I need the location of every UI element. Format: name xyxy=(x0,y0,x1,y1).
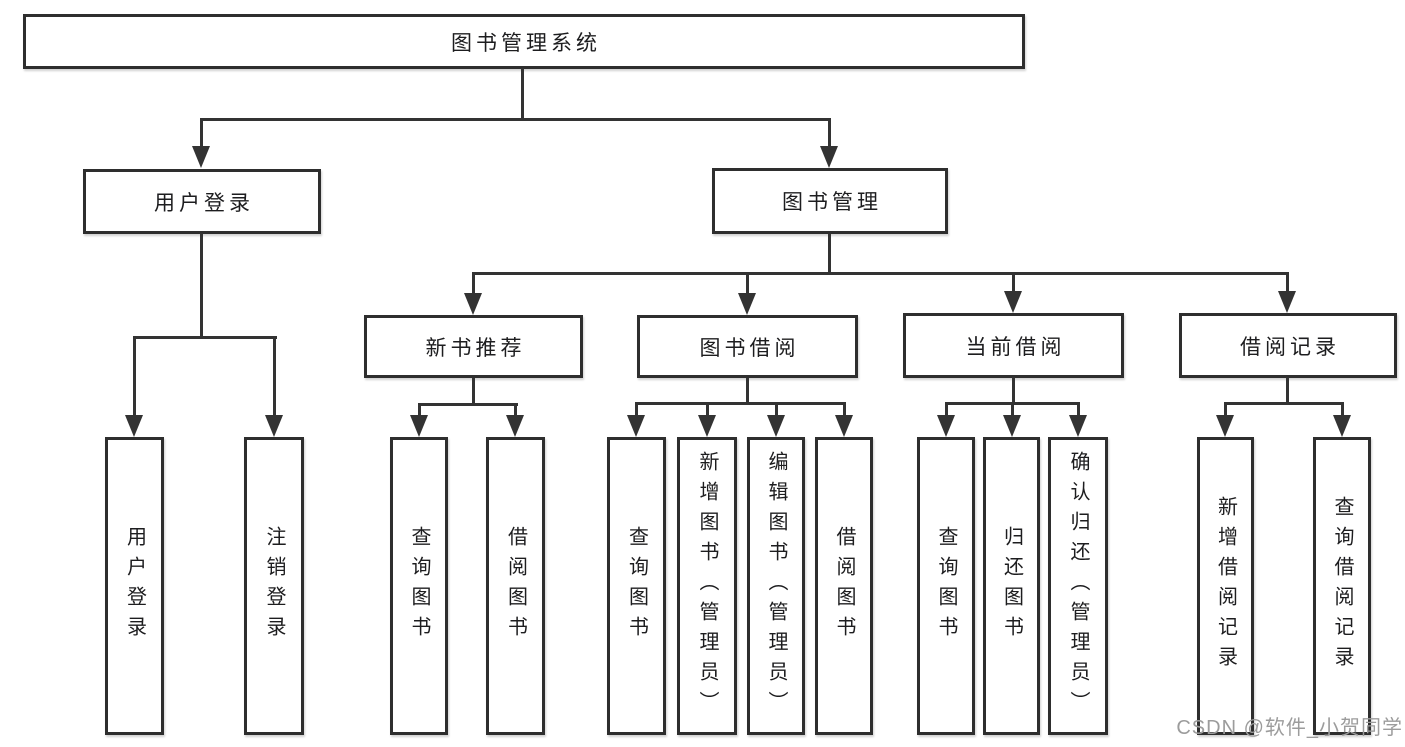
leaf-add-book-admin: 新增图书（管理员） xyxy=(677,437,737,735)
arrow-down-icon xyxy=(738,293,756,315)
connector-line xyxy=(746,378,749,405)
connector-line xyxy=(200,118,203,148)
connector-line xyxy=(1341,402,1344,417)
connector-line xyxy=(843,402,846,417)
node-root: 图书管理系统 xyxy=(23,14,1025,69)
node-book-borrowing: 图书借阅 xyxy=(637,315,858,378)
connector-line xyxy=(746,272,749,294)
csdn-watermark: CSDN @软件_小贺同学 xyxy=(1176,717,1403,739)
arrow-down-icon xyxy=(410,415,428,437)
arrow-down-icon xyxy=(820,146,838,168)
arrow-down-icon xyxy=(125,415,143,437)
leaf-add-borrow-record: 新增借阅记录 xyxy=(1197,437,1254,735)
connector-line xyxy=(775,402,778,417)
leaf-add-borrow-record-label: 新增借阅记录 xyxy=(1214,496,1237,676)
arrow-down-icon xyxy=(1003,415,1021,437)
connector-line xyxy=(200,233,203,338)
leaf-query-books-borrowing-label: 查询图书 xyxy=(625,526,648,646)
connector-line xyxy=(418,403,518,406)
leaf-return-books: 归还图书 xyxy=(983,437,1040,735)
arrow-down-icon xyxy=(698,415,716,437)
arrow-down-icon xyxy=(1216,415,1234,437)
node-root-label: 图书管理系统 xyxy=(451,31,601,55)
node-current-borrowing-label: 当前借阅 xyxy=(965,335,1066,359)
leaf-borrow-books-recommend: 借阅图书 xyxy=(486,437,545,735)
arrow-down-icon xyxy=(767,415,785,437)
leaf-borrow-books-borrowing: 借阅图书 xyxy=(815,437,873,735)
leaf-edit-book-admin-label: 编辑图书（管理员） xyxy=(765,451,787,721)
connector-line xyxy=(1077,402,1080,417)
connector-line xyxy=(1012,272,1015,292)
leaf-logout-label: 注销登录 xyxy=(263,526,285,646)
arrow-down-icon xyxy=(506,415,524,437)
leaf-logout: 注销登录 xyxy=(244,437,304,735)
node-user-login-label: 用户登录 xyxy=(154,191,254,215)
leaf-borrow-books-recommend-label: 借阅图书 xyxy=(504,526,527,646)
leaf-edit-book-admin: 编辑图书（管理员） xyxy=(747,437,805,735)
connector-line xyxy=(945,402,948,417)
arrow-down-icon xyxy=(627,415,645,437)
connector-line xyxy=(635,402,846,405)
connector-line xyxy=(706,402,709,417)
leaf-query-borrow-record: 查询借阅记录 xyxy=(1313,437,1371,735)
arrow-down-icon xyxy=(1069,415,1087,437)
leaf-query-books-recommend: 查询图书 xyxy=(390,437,448,735)
leaf-query-borrow-record-label: 查询借阅记录 xyxy=(1331,496,1353,676)
leaf-query-books-current-label: 查询图书 xyxy=(935,526,957,646)
connector-line xyxy=(828,118,831,148)
connector-line xyxy=(1011,402,1014,417)
connector-line xyxy=(133,336,277,339)
leaf-confirm-return-admin: 确认归还（管理员） xyxy=(1048,437,1108,735)
connector-line xyxy=(472,378,475,406)
connector-line xyxy=(133,336,136,416)
connector-line xyxy=(472,272,475,294)
connector-line xyxy=(1286,377,1289,405)
connector-line xyxy=(200,118,831,121)
node-user-login: 用户登录 xyxy=(83,169,321,234)
leaf-user-login-label: 用户登录 xyxy=(123,526,146,646)
node-borrowing-records: 借阅记录 xyxy=(1179,313,1397,378)
arrow-down-icon xyxy=(192,146,210,168)
leaf-query-books-current: 查询图书 xyxy=(917,437,975,735)
node-borrowing-records-label: 借阅记录 xyxy=(1240,335,1340,359)
arrow-down-icon xyxy=(835,415,853,437)
arrow-down-icon xyxy=(1333,415,1351,437)
connector-line xyxy=(1224,402,1227,417)
node-book-management-label: 图书管理 xyxy=(782,191,882,214)
node-new-book-recommend-label: 新书推荐 xyxy=(425,336,526,360)
leaf-return-books-label: 归还图书 xyxy=(1000,526,1023,646)
connector-line xyxy=(273,336,276,416)
leaf-add-book-admin-label: 新增图书（管理员） xyxy=(696,451,718,721)
arrow-down-icon xyxy=(937,415,955,437)
connector-line xyxy=(828,234,831,275)
arrow-down-icon xyxy=(464,293,482,315)
connector-line xyxy=(472,272,1289,275)
connector-line xyxy=(1286,272,1289,292)
leaf-confirm-return-admin-label: 确认归还（管理员） xyxy=(1067,451,1089,721)
leaf-borrow-books-borrowing-label: 借阅图书 xyxy=(833,526,855,646)
connector-line xyxy=(521,68,524,120)
leaf-query-books-borrowing: 查询图书 xyxy=(607,437,666,735)
node-book-management: 图书管理 xyxy=(712,168,948,234)
connector-line xyxy=(1012,377,1015,405)
connector-line xyxy=(1224,402,1344,405)
arrow-down-icon xyxy=(265,415,283,437)
node-new-book-recommend: 新书推荐 xyxy=(364,315,583,378)
connector-line xyxy=(635,402,638,417)
arrow-down-icon xyxy=(1278,291,1296,313)
node-current-borrowing: 当前借阅 xyxy=(903,313,1124,378)
leaf-user-login: 用户登录 xyxy=(105,437,164,735)
arrow-down-icon xyxy=(1004,291,1022,313)
node-book-borrowing-label: 图书借阅 xyxy=(699,336,800,360)
leaf-query-books-recommend-label: 查询图书 xyxy=(408,526,430,646)
connector-line xyxy=(514,403,517,417)
connector-line xyxy=(418,403,421,417)
